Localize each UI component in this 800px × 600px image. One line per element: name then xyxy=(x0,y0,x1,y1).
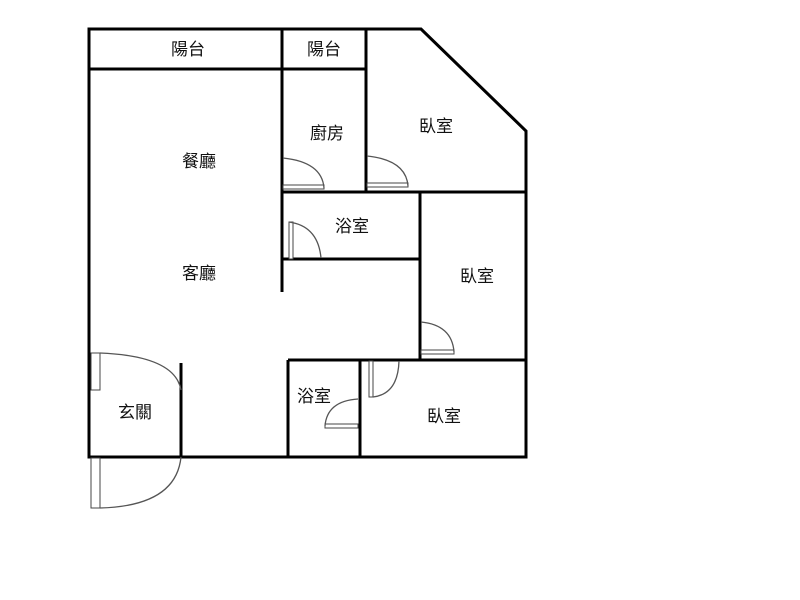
label-bedroom-2: 臥室 xyxy=(460,267,494,287)
bathroom1-door xyxy=(288,221,322,260)
label-bathroom-2: 浴室 xyxy=(297,387,331,407)
label-bedroom-1: 臥室 xyxy=(419,117,453,137)
label-kitchen: 廚房 xyxy=(310,123,344,144)
label-entrance: 玄關 xyxy=(118,403,152,423)
bedroom2-door xyxy=(420,321,455,355)
walls xyxy=(87,27,528,459)
label-living-room: 客廳 xyxy=(182,264,216,284)
bedroom1-door xyxy=(366,155,409,188)
label-balcony-2: 陽台 xyxy=(307,40,341,60)
label-balcony-1: 陽台 xyxy=(171,40,205,60)
bathroom2-door xyxy=(324,398,359,429)
entrance-outer-door xyxy=(90,456,182,509)
entrance-inner-door xyxy=(90,352,182,391)
bedroom3-door xyxy=(368,360,400,398)
doors xyxy=(90,155,455,509)
room-labels: 陽台 陽台 廚房 餐廳 客廳 臥室 浴室 臥室 浴室 臥室 玄關 xyxy=(118,40,494,427)
kitchen-door xyxy=(282,157,325,190)
label-dining-room: 餐廳 xyxy=(182,152,216,172)
label-bathroom-1: 浴室 xyxy=(335,217,369,237)
label-bedroom-3: 臥室 xyxy=(427,407,461,427)
